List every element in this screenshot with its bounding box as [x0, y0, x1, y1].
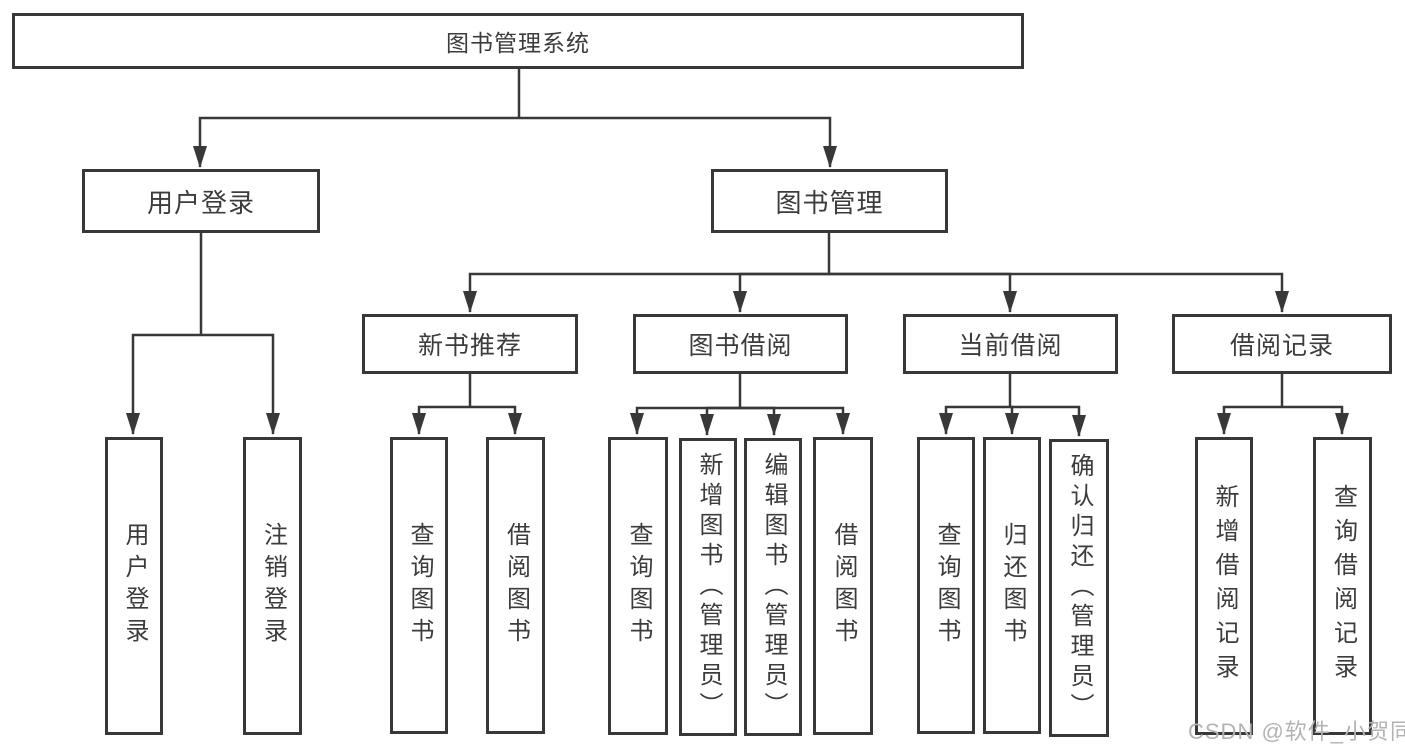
connector-mgmt-4: [829, 272, 1289, 313]
leaf-query-borrow-record: 查询借阅记录: [1313, 437, 1372, 735]
connector-mgmt-3: [829, 272, 1017, 313]
leaf-borrow-books-borrow-label: 借阅图书: [830, 522, 857, 650]
node-book-borrow-label: 图书借阅: [688, 332, 793, 360]
node-new-book-recommend: 新书推荐: [362, 314, 578, 374]
leaf-confirm-return-admin: 确认归还（管理员）: [1049, 439, 1109, 737]
connector-current-2: [1005, 405, 1019, 435]
node-user-login: 用户登录: [82, 169, 320, 233]
connector-mgmt-1: [463, 272, 829, 313]
connector-records-1: [1217, 405, 1282, 435]
connector-current-3: [1010, 405, 1086, 437]
leaf-query-books-current-label: 查询图书: [933, 521, 960, 650]
leaf-borrow-books-borrow: 借阅图书: [813, 437, 873, 735]
connector-login-2: [201, 333, 280, 435]
watermark: CSDN @软件_小贺同学: [1188, 719, 1405, 744]
node-new-book-recommend-label: 新书推荐: [417, 332, 522, 360]
connector-borrow-2: [700, 406, 740, 436]
leaf-query-books-recommend-label: 查询图书: [406, 521, 433, 650]
connector-login-1: [126, 333, 201, 435]
leaf-borrow-books-recommend: 借阅图书: [486, 437, 545, 734]
connector-borrow-1: [630, 406, 740, 435]
connector-root-left: [193, 116, 519, 168]
leaf-add-book-admin: 新增图书（管理员）: [679, 438, 737, 736]
node-current-borrow-label: 当前借阅: [958, 332, 1063, 360]
leaf-add-book-admin-label: 新增图书（管理员）: [695, 452, 722, 722]
node-library-system: 图书管理系统: [12, 13, 1024, 69]
leaf-add-borrow-record: 新增借阅记录: [1195, 437, 1253, 735]
node-current-borrow: 当前借阅: [903, 314, 1118, 374]
node-user-login-label: 用户登录: [146, 187, 255, 218]
leaf-edit-book-admin: 编辑图书（管理员）: [744, 438, 802, 736]
leaf-borrow-books-recommend-label: 借阅图书: [502, 521, 530, 650]
node-library-system-label: 图书管理系统: [446, 30, 590, 56]
leaf-return-book: 归还图书: [983, 437, 1041, 734]
leaf-query-books-recommend: 查询图书: [390, 437, 448, 734]
connector-borrow-4: [740, 406, 850, 435]
leaf-query-books-borrow-label: 查询图书: [625, 522, 652, 650]
leaf-logout: 注销登录: [243, 437, 302, 735]
node-book-borrow: 图书借阅: [633, 314, 848, 374]
node-book-management: 图书管理: [711, 169, 948, 233]
connector-recommend-2: [470, 405, 522, 435]
connector-mgmt-2: [733, 272, 829, 313]
connector-records-2: [1282, 405, 1349, 435]
node-borrow-records-label: 借阅记录: [1229, 332, 1334, 360]
connector-borrow-3: [740, 406, 781, 436]
leaf-query-borrow-record-label: 查询借阅记录: [1329, 484, 1357, 688]
leaf-query-books-borrow: 查询图书: [608, 437, 668, 735]
leaf-user-login-label: 用户登录: [121, 522, 148, 650]
connector-recommend-1: [412, 405, 470, 435]
leaf-user-login: 用户登录: [105, 437, 163, 735]
leaf-add-borrow-record-label: 新增借阅记录: [1211, 484, 1238, 688]
connector-root-right: [519, 116, 837, 168]
leaf-logout-label: 注销登录: [259, 522, 287, 650]
node-borrow-records: 借阅记录: [1172, 314, 1392, 374]
leaf-edit-book-admin-label: 编辑图书（管理员）: [760, 452, 787, 722]
leaf-confirm-return-admin-label: 确认归还（管理员）: [1066, 453, 1093, 723]
node-book-management-label: 图书管理: [775, 187, 884, 218]
leaf-query-books-current: 查询图书: [917, 437, 975, 734]
connector-current-1: [939, 405, 1010, 435]
leaf-return-book-label: 归还图书: [999, 521, 1026, 650]
